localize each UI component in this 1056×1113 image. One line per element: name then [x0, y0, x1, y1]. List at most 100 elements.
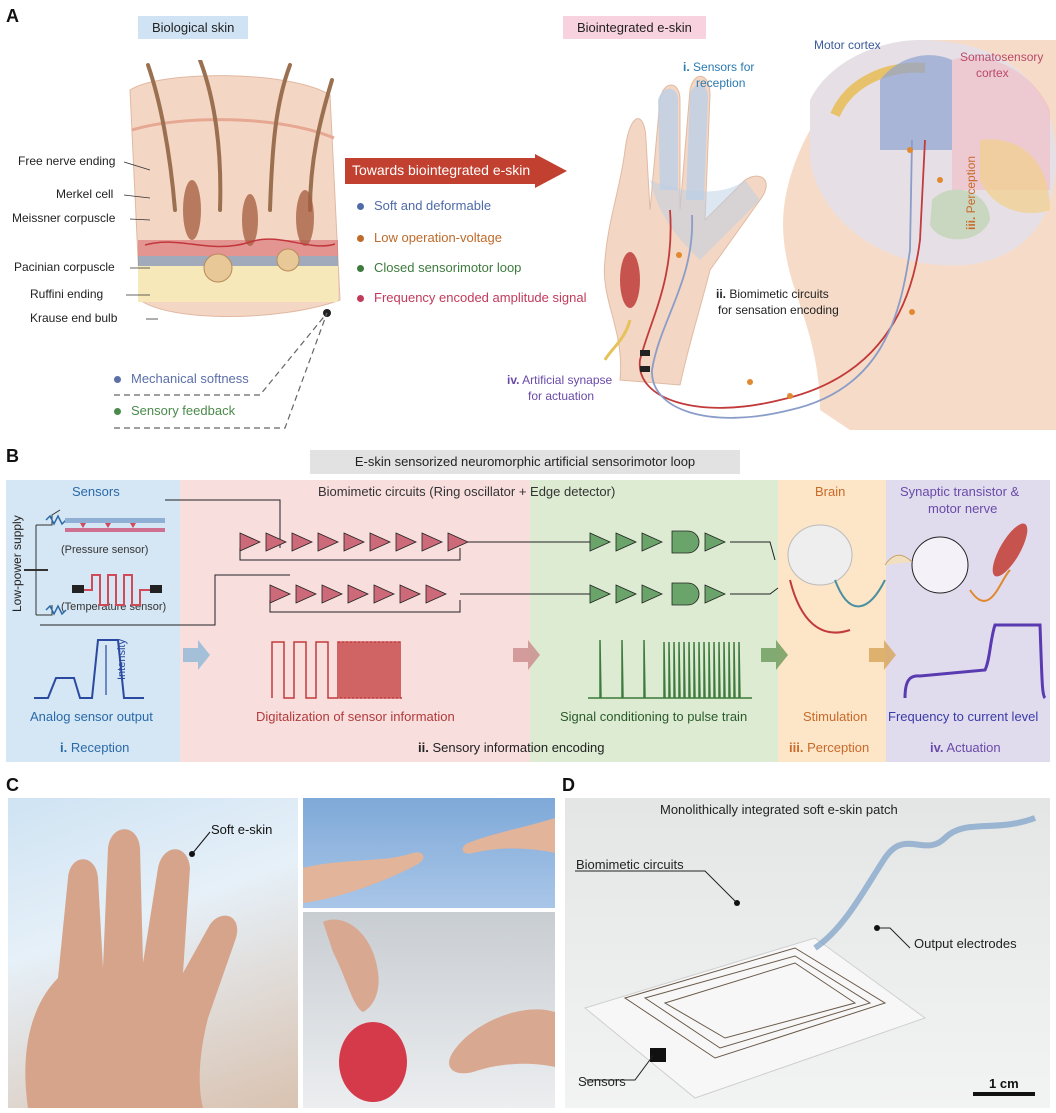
photo-raspberry: [303, 912, 555, 1108]
circuit-schematic: [24, 499, 1047, 700]
label-text: Biomimetic circuits: [729, 287, 829, 301]
bullet-dot: [357, 295, 364, 303]
footer-reception: i. Reception: [60, 740, 129, 755]
skin-label-ruffini: Ruffini ending: [30, 287, 104, 301]
motor-cortex-label: Motor cortex: [814, 38, 881, 52]
towards-arrow: [345, 154, 567, 188]
skin-label-leaders: [114, 161, 331, 429]
ring-inverter: [269, 584, 291, 604]
feature-text: Frequency encoded amplitude signal: [374, 290, 587, 305]
artificial-synapse-label-2: for actuation: [528, 389, 595, 403]
photo-hand-eskin: [8, 798, 298, 1108]
footer-text: Actuation: [946, 740, 1001, 755]
conditioning-strip: [530, 480, 778, 762]
edge-detector-inverter: [615, 584, 637, 604]
and-gate: [671, 530, 700, 554]
soft-eskin-label: Soft e-skin: [211, 822, 273, 837]
edge-detector-inverter: [615, 532, 637, 552]
ring-inverter: [317, 532, 339, 552]
towards-arrow-label: Towards biointegrated e-skin: [352, 162, 531, 178]
patch-drawing: [583, 815, 1037, 1099]
skin-feature-text: Mechanical softness: [131, 371, 249, 386]
skin-block-illustration: [129, 60, 341, 317]
roman-numeral: ii.: [716, 287, 727, 301]
biomimetic-circuits-label: ii. Biomimetic circuits: [716, 287, 829, 301]
perception-label: iii. Perception: [964, 156, 978, 230]
roman-numeral: i.: [60, 740, 68, 755]
edge-detector-inverter: [641, 532, 663, 552]
feature-soft: Soft and deformable: [357, 198, 491, 213]
feature-frequency: Frequency encoded amplitude signal: [357, 290, 586, 305]
footer-encoding: ii. Sensory information encoding: [418, 740, 604, 755]
circuits-strip: [180, 480, 530, 762]
pulse-train-wave: [588, 639, 752, 699]
sensors-title: Sensors: [72, 484, 120, 499]
ring-inverter: [395, 532, 417, 552]
ring-inverter: [295, 584, 317, 604]
output-buffer: [704, 532, 726, 552]
somatosensory-label-1: Somatosensory: [960, 50, 1044, 64]
feature-low-voltage: Low operation-voltage: [357, 230, 502, 245]
ring-inverter: [425, 584, 447, 604]
footer-perception: iii. Perception: [789, 740, 869, 755]
skin-feature-mechanical: Mechanical softness: [114, 371, 249, 386]
ring-inverter: [447, 532, 469, 552]
ring-inverter: [369, 532, 391, 552]
roman-numeral: i.: [683, 60, 690, 74]
bullet-dot: [357, 235, 364, 243]
sensors-strip: [6, 480, 180, 762]
ring-inverter: [321, 584, 343, 604]
skin-feature-text: Sensory feedback: [131, 403, 236, 418]
raspberry-drawing: [323, 919, 555, 1102]
and-gate: [671, 582, 700, 606]
ring-inverter: [239, 532, 261, 552]
biomimetic-circuits-photo-label: Biomimetic circuits: [576, 857, 684, 872]
scale-bar-label: 1 cm: [989, 1076, 1019, 1091]
output-buffer: [704, 584, 726, 604]
artificial-synapse-label: iv. Artificial synapse: [507, 373, 612, 387]
ring-inverter: [343, 532, 365, 552]
footer-text: Sensory information encoding: [432, 740, 605, 755]
edge-detector-inverter: [641, 584, 663, 604]
bullet-dot: [114, 376, 121, 384]
circuits-title: Biomimetic circuits (Ring oscillator + E…: [318, 484, 616, 499]
edge-detector-inverter: [589, 584, 611, 604]
skin-feature-sensory: Sensory feedback: [114, 403, 235, 418]
caption-analog: Analog sensor output: [30, 709, 153, 724]
ring-inverter: [421, 532, 443, 552]
brain-title: Brain: [815, 484, 846, 499]
hand-head-illustration: [603, 40, 1056, 430]
panel-b-letter: B: [6, 446, 19, 466]
touching-hands-drawing: [303, 818, 555, 903]
label-text: Sensors for: [693, 60, 755, 74]
soft-eskin-leader: [189, 831, 211, 857]
feature-closed-loop: Closed sensorimotor loop: [357, 260, 521, 275]
caption-stimulation: Stimulation: [803, 709, 868, 724]
photo-eskin-patch: [565, 798, 1050, 1108]
pressure-sensor-label: (Pressure sensor): [61, 544, 149, 556]
hand-photo-drawing: [25, 829, 238, 1108]
digital-square-wave: [271, 641, 402, 699]
caption-signal: Signal conditioning to pulse train: [560, 709, 748, 724]
skin-label-free-nerve-ending: Free nerve ending: [18, 154, 116, 168]
roman-numeral: ii.: [418, 740, 429, 755]
somatosensory-label-2: cortex: [976, 66, 1009, 80]
intensity-label: Intensity: [116, 639, 128, 680]
roman-numeral: iv.: [930, 740, 944, 755]
footer-text: Reception: [70, 740, 130, 755]
synaptic-title-2: motor nerve: [928, 501, 998, 516]
ring-inverter: [291, 532, 313, 552]
biological-skin-title: Biological skin: [138, 16, 249, 39]
sensors-reception-label-2: reception: [696, 76, 746, 90]
output-electrodes-label: Output electrodes: [914, 936, 1017, 951]
photo-touching-hands: [303, 798, 555, 908]
panel-a-letter: A: [6, 6, 19, 26]
edge-detector-inverter: [589, 532, 611, 552]
bullet-dot: [114, 408, 121, 416]
skin-label-pacinian: Pacinian corpuscle: [14, 260, 115, 274]
panel-d-letter: D: [562, 775, 575, 795]
biointegrated-eskin-title: Biointegrated e-skin: [563, 16, 706, 39]
roman-numeral: iii.: [789, 740, 804, 755]
patch-title: Monolithically integrated soft e-skin pa…: [660, 802, 898, 817]
skin-label-merkel-cell: Merkel cell: [56, 187, 114, 201]
